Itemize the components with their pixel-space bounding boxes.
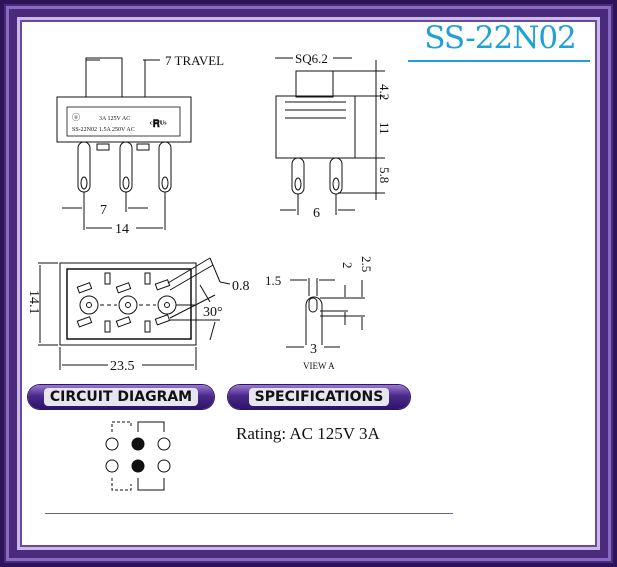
label-model: SS-22N02 [72,127,97,133]
label-rating-1: 3A 125V AC [99,116,130,122]
hole-dim: 1.5 [265,273,281,288]
body-height-dim: 11 [377,122,392,135]
plunger-height-dim: 4.2 [377,84,392,100]
front-view: 7 TRAVEL ⓤ 3A 125V AC SS-22N02 1.5A 250V… [56,53,224,237]
view-a: 1.5 2 2.5 3 VIEW A [265,256,374,371]
specifications-heading: SPECIFICATIONS [228,385,410,409]
travel-label: 7 TRAVEL [165,53,224,68]
side-pin-pitch-dim: 6 [313,206,320,221]
width-dim: 23.5 [110,359,135,374]
bottom-divider [45,513,453,514]
pin-span-dim: 14 [115,222,129,237]
pin-width-dim: 3 [310,342,317,357]
pin-pitch-dim: 7 [100,203,107,218]
rating-text: Rating: AC 125V 3A [236,424,380,443]
bottom-view: 14.1 23.5 0.8 30° [26,257,250,374]
hole-span-dim: 2.5 [359,256,374,272]
title-underline [408,60,590,62]
slot-dim: 0.8 [232,279,250,294]
model-title: SS-22N02 [424,20,577,56]
specs-heading-text: SPECIFICATIONS [248,388,390,406]
height-dim: 14.1 [26,290,41,315]
pin-length-dim: 5.8 [377,167,392,183]
label-rating-2: 1.5A 250V AC [99,127,135,133]
circuit-heading-text: CIRCUIT DIAGRAM [43,388,199,406]
svg-text:ⓤ: ⓤ [72,113,80,122]
circuit-diagram-heading: CIRCUIT DIAGRAM [28,385,214,409]
ul-mark-icon: ᶜ𝐑ᵁˢ [150,118,167,130]
plunger-dim: SQ6.2 [295,51,328,66]
angle-dim: 30° [203,305,223,320]
view-a-caption: VIEW A [303,361,335,371]
side-view: SQ6.2 4.2 11 5.8 6 [275,51,392,221]
hole-offset-dim: 2 [340,262,355,269]
circuit-diagram [105,421,171,491]
